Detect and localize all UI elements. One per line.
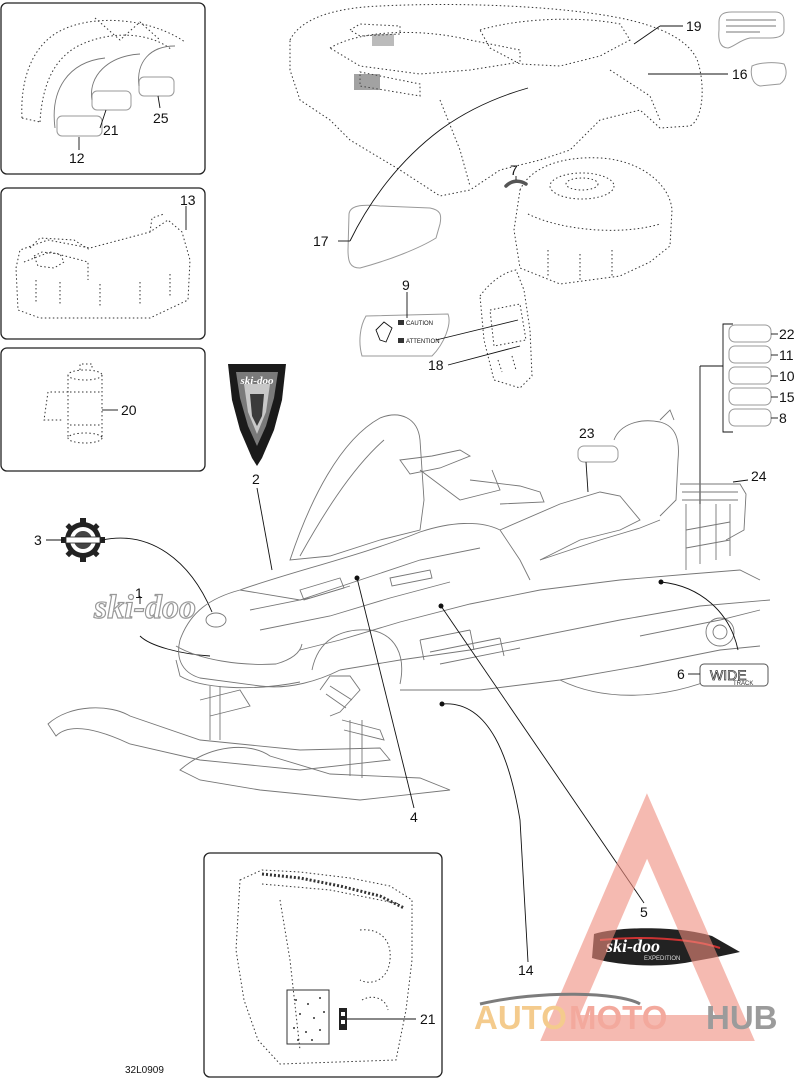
callout-3: 3	[34, 532, 42, 548]
callout-2: 2	[252, 471, 260, 487]
callout-21: 21	[103, 122, 119, 138]
svg-text:ATTENTION: ATTENTION	[406, 339, 440, 345]
callout-19: 19	[686, 18, 702, 34]
rear-body-panel: 19 16 17	[289, 4, 787, 269]
callout-8: 8	[779, 410, 787, 426]
callout-18: 18	[428, 357, 444, 373]
inset-fender-decals: 12 21 25	[0, 2, 206, 175]
caution-decal-area: CAUTION ATTENTION 9 18	[359, 269, 533, 389]
callout-14: 14	[518, 962, 534, 978]
callout-25: 25	[153, 110, 169, 126]
svg-text:WIDE: WIDE	[710, 667, 747, 683]
callout-12: 12	[69, 150, 85, 166]
callout-17: 17	[313, 233, 329, 249]
callout-11: 11	[779, 347, 794, 363]
callout-15: 15	[779, 389, 795, 405]
callout-6: 6	[677, 666, 685, 682]
snowmobile-main-view	[47, 409, 771, 801]
callout-20: 20	[121, 402, 137, 418]
inset-fuel-can: 20	[0, 347, 206, 472]
callout-23: 23	[579, 425, 595, 441]
console-panel: 7	[504, 157, 673, 285]
watermark-moto: MOTO	[569, 999, 667, 1036]
callout-9: 9	[402, 277, 410, 293]
watermark-hub: HUB	[706, 999, 778, 1036]
hood-emblem: ski-doo 2	[228, 364, 286, 571]
svg-text:EXPEDITION: EXPEDITION	[644, 956, 680, 962]
main-view-callouts: 4 5 14 23 24 WIDE TRACK 6	[354, 425, 769, 978]
callout-4: 4	[410, 809, 418, 825]
callout-10: 10	[779, 368, 795, 384]
callout-1: 1	[135, 585, 143, 601]
callout-22: 22	[779, 326, 795, 342]
svg-text:CAUTION: CAUTION	[406, 321, 433, 327]
automotohub-watermark: AUTO MOTO HUB	[474, 793, 778, 1041]
svg-text:ski-doo: ski-doo	[93, 589, 196, 626]
svg-text:ski-doo: ski-doo	[605, 936, 660, 956]
ski-doo-logo-decal: ski-doo 1	[92, 585, 211, 657]
svg-text:TRACK: TRACK	[733, 681, 753, 687]
drawing-reference-code: 32L0909	[125, 1065, 164, 1076]
callout-5: 5	[640, 904, 648, 920]
callout-13: 13	[180, 192, 196, 208]
callout-24: 24	[751, 468, 767, 484]
watermark-auto: AUTO	[474, 999, 567, 1036]
decal-stack: 22 11 10 15 8	[699, 323, 795, 540]
callout-7: 7	[510, 162, 518, 178]
gear-badge: 3	[34, 518, 213, 613]
svg-text:ski-doo: ski-doo	[240, 375, 275, 387]
callout-21-inset: 21	[420, 1011, 436, 1027]
inset-hood-underside: 21	[203, 852, 443, 1078]
callout-16: 16	[732, 66, 748, 82]
inset-storage-box: 13	[0, 187, 206, 340]
